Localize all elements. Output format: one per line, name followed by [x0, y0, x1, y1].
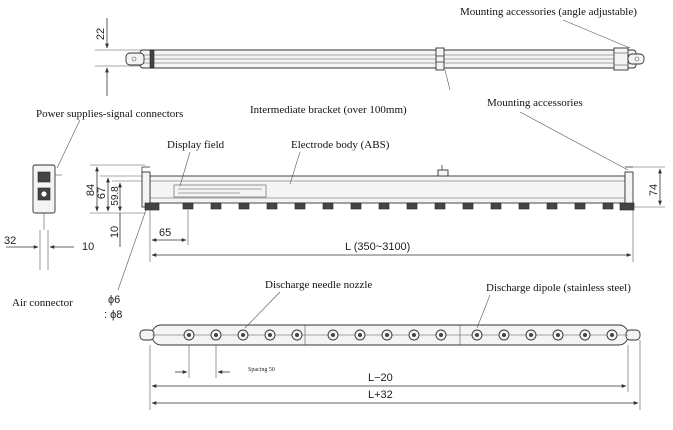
dim-10-width: 10: [82, 241, 94, 253]
dim-67: 67: [96, 187, 108, 199]
bottom-view: L−20 L+32: [139, 291, 641, 410]
dim-59-8: 59.8: [110, 186, 121, 206]
dim-l-plus: L+32: [368, 389, 393, 401]
dim-phi6: ϕ6: [108, 294, 120, 306]
dim-74: 74: [648, 184, 660, 196]
dim-length: L (350~3100): [345, 241, 410, 253]
bottom-nozzles: [183, 329, 618, 341]
dim-top-height: 22: [95, 28, 107, 40]
label-spacing: Spacing 50: [248, 367, 275, 373]
end-view: 32 10: [4, 119, 94, 270]
label-display-field: Display field: [167, 139, 225, 151]
label-dipole: Discharge dipole (stainless steel): [486, 282, 631, 294]
label-needle-nozzle: Discharge needle nozzle: [265, 279, 372, 291]
dim-10-height: 10: [109, 226, 121, 238]
label-mounting: Mounting accessories: [487, 97, 583, 109]
label-mounting-angle: Mounting accessories (angle adjustable): [460, 6, 637, 18]
front-nozzles: [182, 202, 614, 210]
dim-phi8: : ϕ8: [104, 309, 122, 321]
label-electrode-body: Electrode body (ABS): [291, 139, 390, 151]
dim-l-minus: L−20: [368, 372, 393, 384]
label-air-connector: Air connector: [12, 297, 73, 309]
dim-65: 65: [159, 227, 171, 239]
front-view: 84 67 59.8 10 74: [85, 111, 665, 321]
dim-32: 32: [4, 235, 16, 247]
label-intermediate-bracket: Intermediate bracket (over 100mm): [250, 104, 407, 116]
label-power-signal: Power supplies-signal connectors: [36, 108, 183, 120]
dim-84: 84: [85, 184, 97, 196]
top-view: 22: [95, 18, 645, 96]
